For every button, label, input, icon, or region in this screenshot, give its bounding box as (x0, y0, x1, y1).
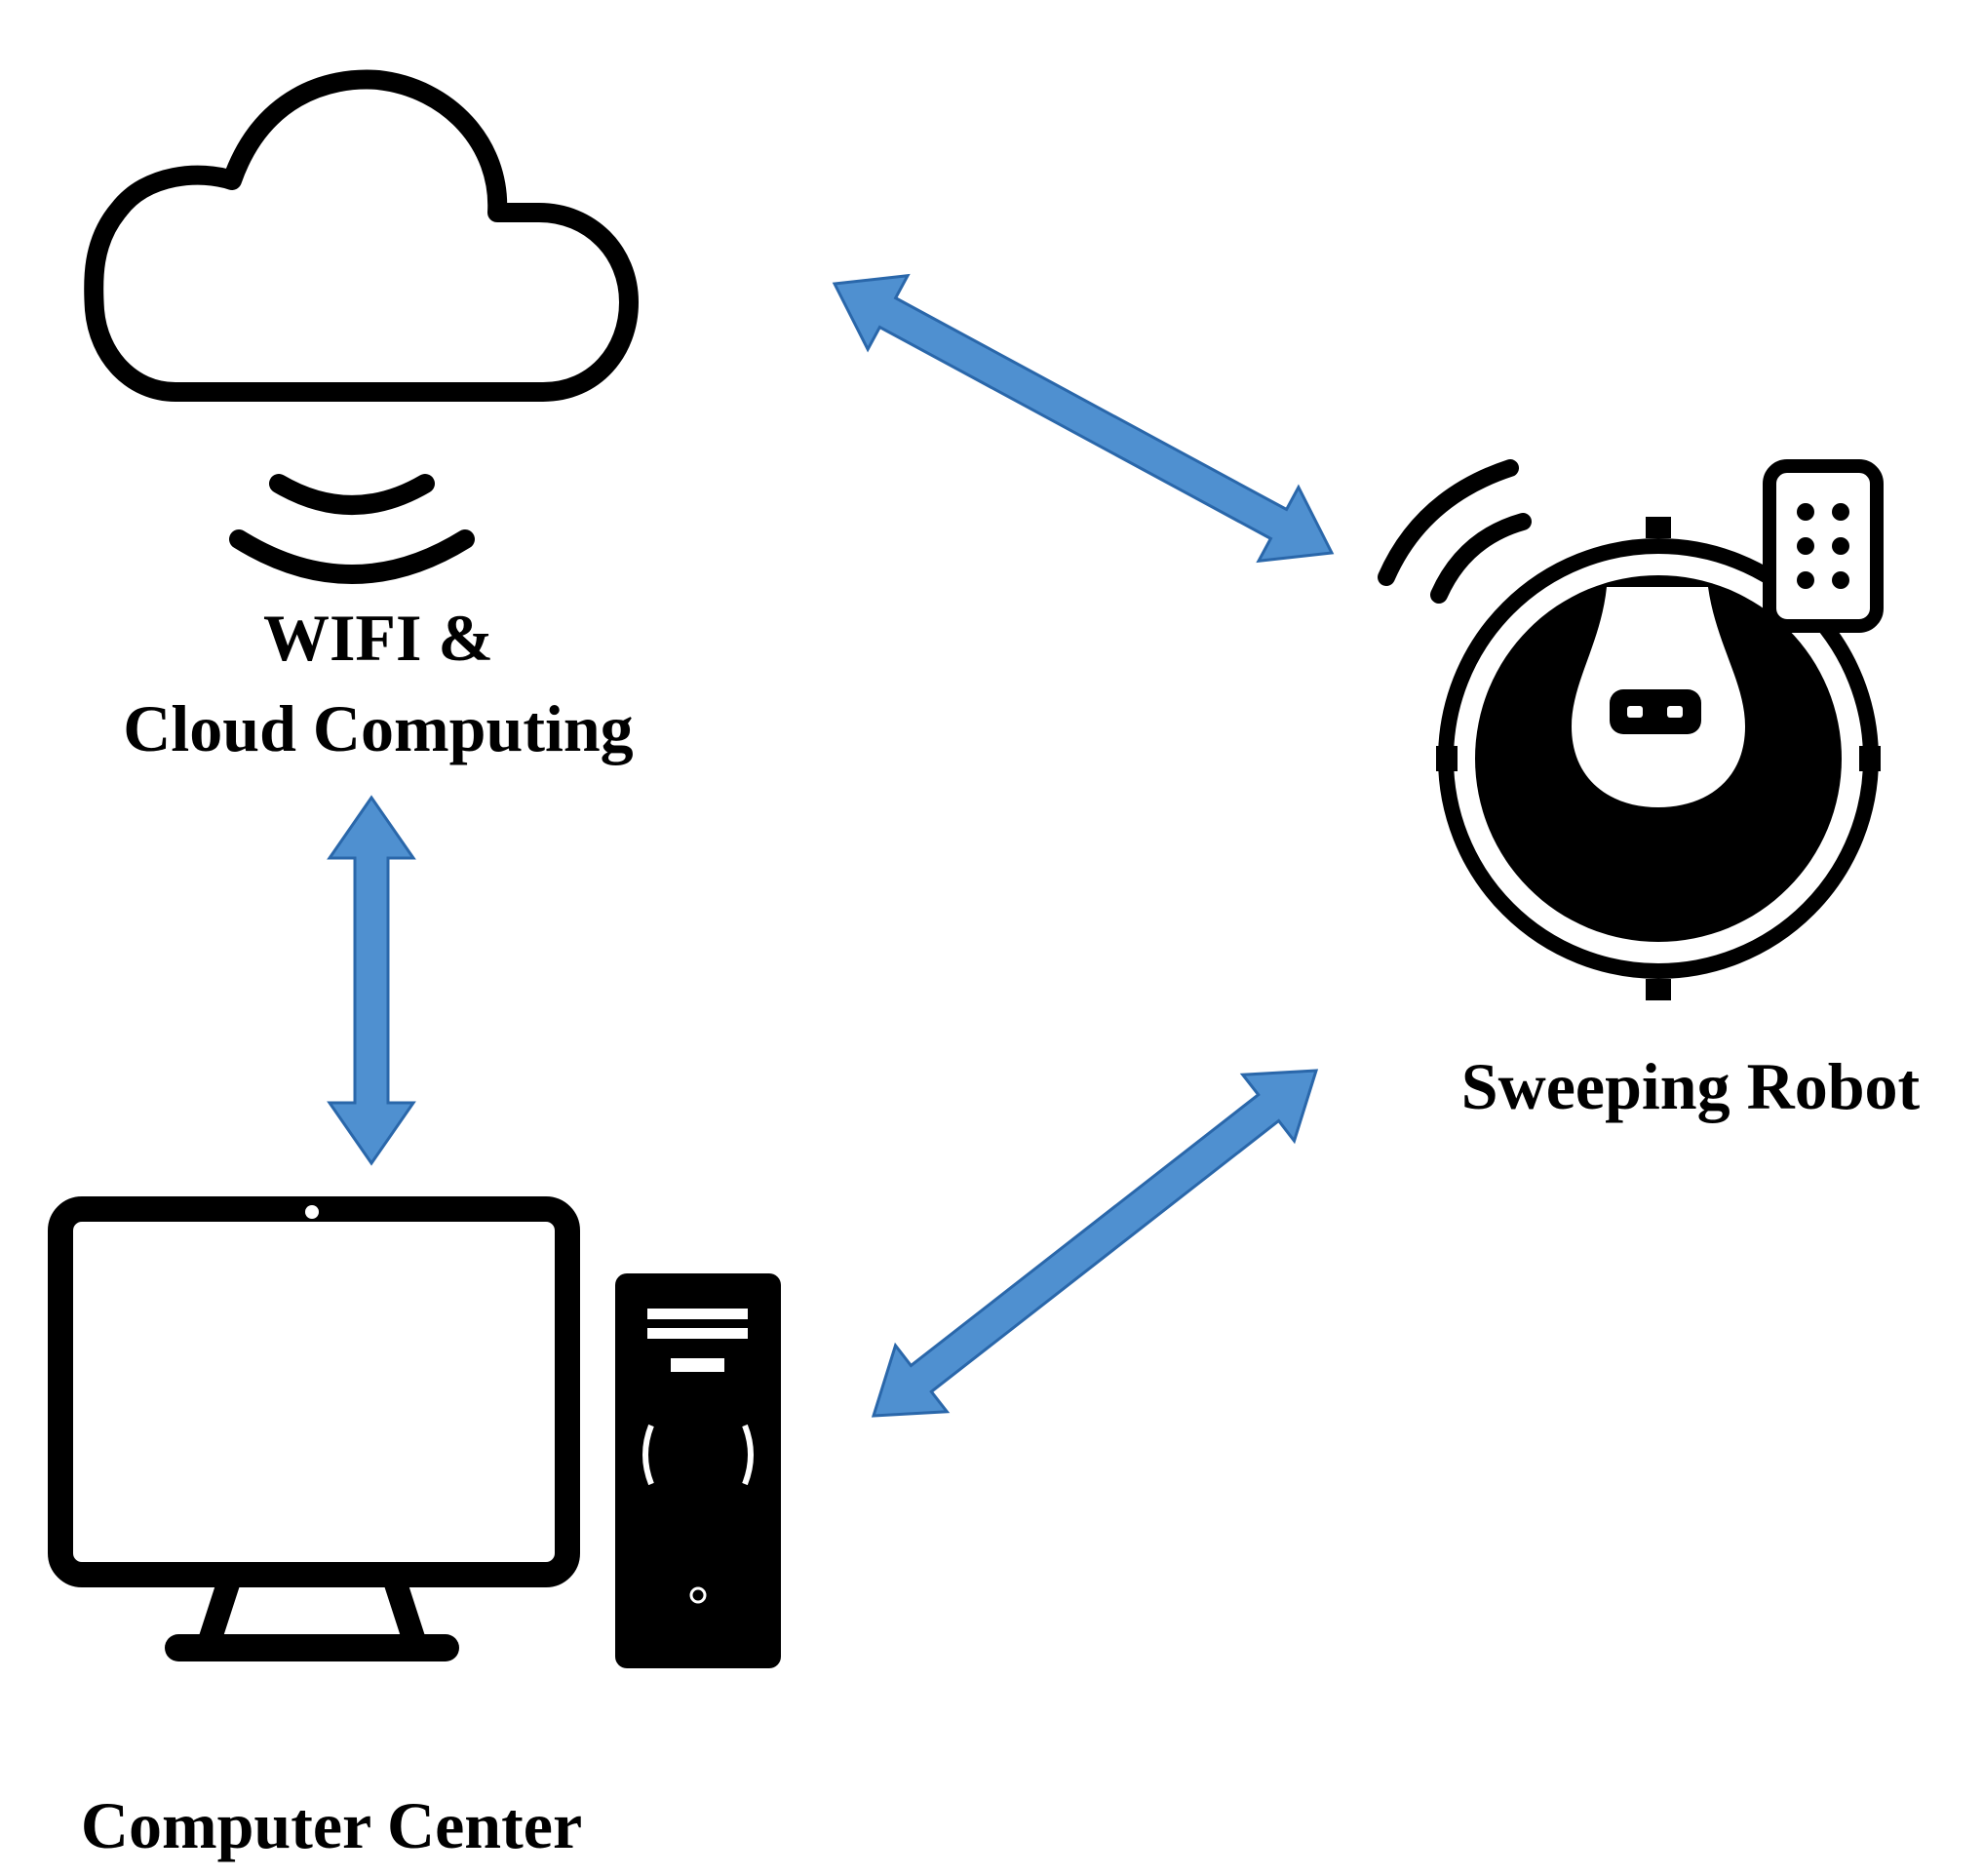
computer-node: Computer Center (48, 1196, 781, 1862)
cloud-node: WIFI & Cloud Computing (84, 69, 639, 765)
connection-arrows (327, 273, 1335, 1418)
arrow-cloud-computer (327, 795, 416, 1166)
robot-node: Sweeping Robot (1378, 459, 1921, 1123)
remote-control-icon (1763, 459, 1884, 633)
monitor-icon (48, 1196, 580, 1661)
sweeping-robot-icon (1436, 517, 1881, 1000)
cloud-label-line1: WIFI & (263, 601, 493, 675)
cloud-icon (84, 69, 639, 402)
tower-pc-icon (615, 1273, 781, 1668)
robot-signal-icon (1378, 459, 1532, 604)
computer-label: Computer Center (81, 1788, 582, 1862)
arrow-computer-robot (871, 1069, 1319, 1418)
wifi-signal-icon (229, 474, 475, 584)
cloud-label-line2: Cloud Computing (123, 691, 633, 765)
robot-label: Sweeping Robot (1461, 1049, 1921, 1123)
arrow-cloud-robot (832, 273, 1335, 564)
